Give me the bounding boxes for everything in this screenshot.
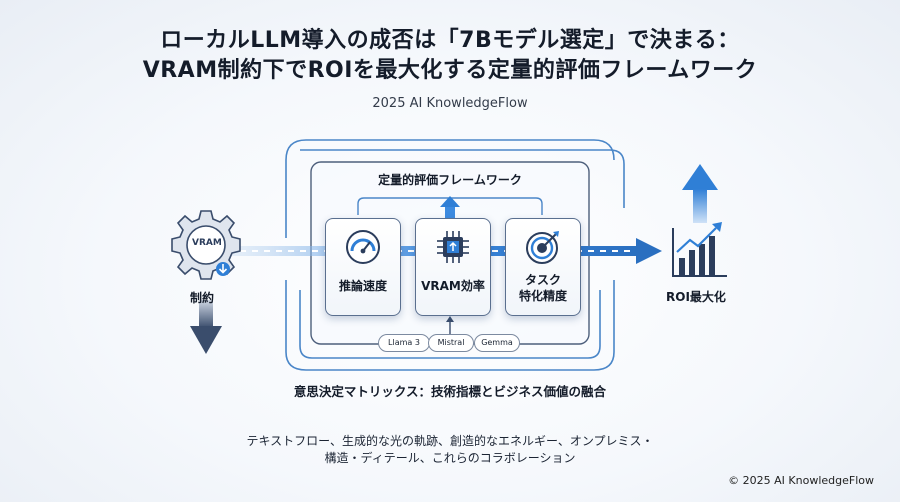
arrow-up-icon — [682, 164, 718, 223]
download-badge-icon — [216, 262, 230, 276]
card-task-accuracy: タスク 特化精度 — [505, 218, 581, 316]
growth-bars — [679, 236, 715, 275]
constraint-label: 制約 — [190, 291, 215, 305]
chip-icon — [437, 231, 469, 263]
model-pill-llama: Llama 3 — [378, 334, 430, 352]
decision-matrix-label: 意思決定マトリックス：技術指標とビジネス価値の融合 — [293, 384, 607, 399]
copyright: © 2025 AI KnowledgeFlow — [728, 474, 874, 487]
card-label-line-1: タスク — [524, 273, 561, 287]
speedometer-icon — [346, 230, 380, 264]
model-pill-gemma: Gemma — [474, 334, 520, 352]
arrow-models-to-card — [446, 316, 454, 334]
arrow-down-icon — [190, 300, 222, 354]
growth-chart-icon — [672, 228, 727, 277]
description-line-2: 構造・ディテール、これらのコラボレーション — [324, 451, 576, 465]
flow-arrowhead — [636, 238, 662, 264]
card-label-line-2: 特化精度 — [518, 289, 567, 303]
card-label: VRAM効率 — [421, 279, 485, 293]
card-vram-efficiency: VRAM効率 — [415, 218, 491, 316]
title-line-2: VRAM制約下でROIを最大化する定量的評価フレームワーク — [142, 58, 758, 83]
subtitle: 2025 AI KnowledgeFlow — [372, 96, 528, 111]
card-label: 推論速度 — [338, 279, 387, 293]
description-line-1: テキストフロー、生成的な光の軌跡、創造的なエネルギー、オンプレミス・ — [246, 434, 654, 448]
model-pill-mistral: Mistral — [428, 334, 474, 352]
card-inference-speed: 推論速度 — [325, 218, 401, 316]
roi-label: ROI最大化 — [666, 290, 726, 304]
framework-outer-frame — [285, 139, 625, 371]
arrow-up-small — [440, 196, 460, 218]
gear-label: VRAM — [192, 238, 222, 248]
title-line-1: ローカルLLM導入の成否は「7Bモデル選定」で決まる： — [160, 28, 740, 53]
trend-arrow-icon — [676, 222, 722, 253]
framework-title: 定量的評価フレームワーク — [378, 173, 522, 187]
target-icon — [526, 231, 559, 264]
